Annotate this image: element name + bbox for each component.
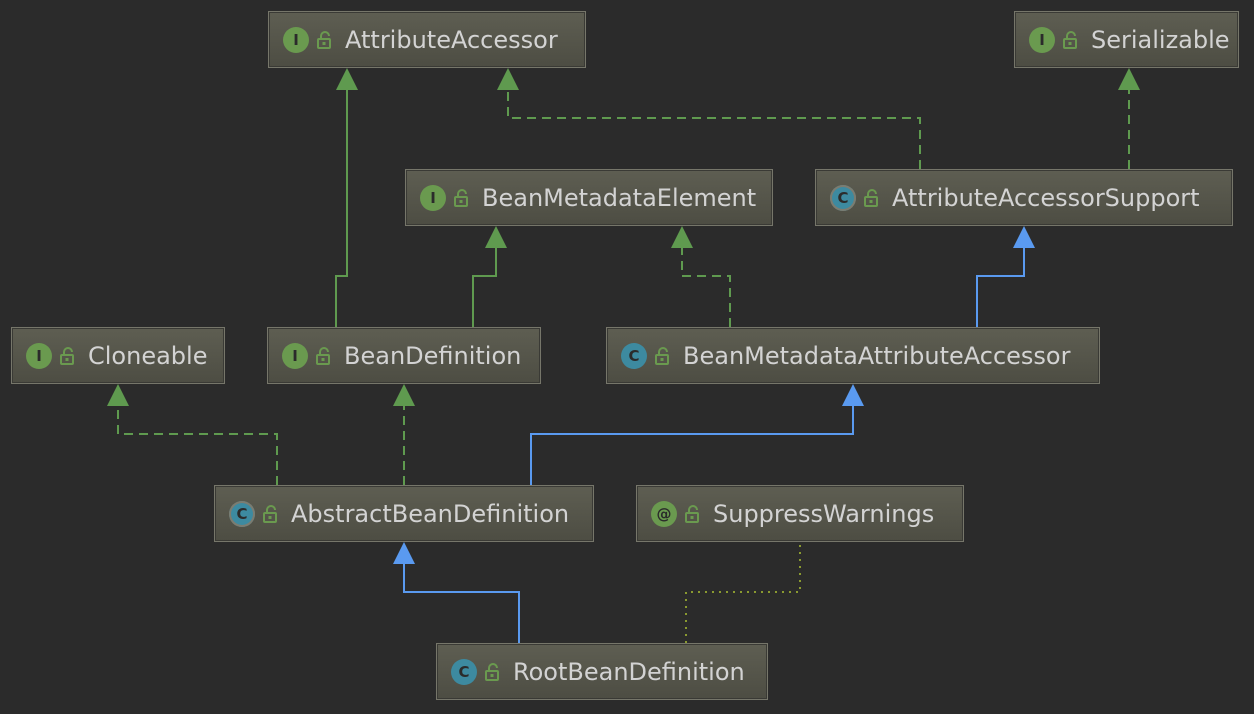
node-BeanMetadataAttributeAccessor[interactable]: C BeanMetadataAttributeAccessor xyxy=(606,327,1100,384)
edge-BeanMetadataAttributeAccessor-to-BeanMetadataElement xyxy=(671,226,731,327)
edge-arrowhead xyxy=(497,68,519,90)
edge-line xyxy=(117,404,278,485)
class-icon: C xyxy=(451,658,477,685)
class-icon: C xyxy=(621,342,647,369)
edge-line xyxy=(472,246,497,327)
edge-BeanMetadataAttributeAccessor-to-AttributeAccessorSupport xyxy=(976,226,1035,327)
node-label: RootBeanDefinition xyxy=(513,657,745,686)
public-lock-icon xyxy=(454,188,482,207)
edge-arrowhead xyxy=(842,384,864,406)
public-lock-icon xyxy=(1063,30,1091,49)
edge-RootBeanDefinition-to-SuppressWarnings xyxy=(685,542,801,643)
edge-line xyxy=(530,404,854,485)
node-BeanMetadataElement[interactable]: I BeanMetadataElement xyxy=(405,169,773,226)
public-lock-icon xyxy=(317,30,345,49)
edge-line xyxy=(507,88,921,169)
public-lock-icon xyxy=(60,346,88,365)
edge-RootBeanDefinition-to-AbstractBeanDefinition xyxy=(393,542,520,643)
edges-layer xyxy=(107,68,1140,643)
public-lock-icon xyxy=(263,504,291,523)
interface-icon: I xyxy=(26,342,52,369)
edge-line xyxy=(681,246,731,327)
abstract-icon: C xyxy=(229,500,255,527)
edge-BeanDefinition-to-BeanMetadataElement xyxy=(472,226,507,327)
edge-arrowhead xyxy=(485,226,507,248)
node-RootBeanDefinition[interactable]: C RootBeanDefinition xyxy=(436,643,768,700)
edge-arrowhead xyxy=(393,384,415,406)
public-lock-icon xyxy=(655,346,683,365)
node-label: Cloneable xyxy=(88,341,208,370)
node-Cloneable[interactable]: I Cloneable xyxy=(11,327,225,384)
public-lock-icon xyxy=(864,188,892,207)
interface-icon: I xyxy=(282,342,308,369)
annotation-icon: @ xyxy=(651,500,677,527)
node-label: Serializable xyxy=(1091,25,1230,54)
interface-icon: I xyxy=(1029,26,1055,53)
edge-AbstractBeanDefinition-to-Cloneable xyxy=(107,384,278,485)
node-BeanDefinition[interactable]: I BeanDefinition xyxy=(267,327,541,384)
edge-line xyxy=(976,246,1025,327)
edge-arrowhead xyxy=(393,542,415,564)
node-SuppressWarnings[interactable]: @ SuppressWarnings xyxy=(636,485,964,542)
public-lock-icon xyxy=(316,346,344,365)
edge-line xyxy=(685,542,801,643)
edge-AttributeAccessorSupport-to-Serializable xyxy=(1118,68,1140,169)
node-label: BeanMetadataAttributeAccessor xyxy=(683,341,1071,370)
node-label: AbstractBeanDefinition xyxy=(291,499,570,528)
public-lock-icon xyxy=(485,662,513,681)
edge-BeanDefinition-to-AttributeAccessor xyxy=(335,68,358,327)
edge-line xyxy=(403,562,520,643)
edge-arrowhead xyxy=(1013,226,1035,248)
edge-AbstractBeanDefinition-to-BeanMetadataAttributeAccessor xyxy=(530,384,864,485)
edge-arrowhead xyxy=(1118,68,1140,90)
node-AttributeAccessor[interactable]: I AttributeAccessor xyxy=(268,11,586,68)
edge-arrowhead xyxy=(107,384,129,406)
node-AbstractBeanDefinition[interactable]: C AbstractBeanDefinition xyxy=(214,485,594,542)
interface-icon: I xyxy=(283,26,309,53)
edge-AttributeAccessorSupport-to-AttributeAccessor xyxy=(497,68,921,169)
edge-arrowhead xyxy=(336,68,358,90)
node-AttributeAccessorSupport[interactable]: C AttributeAccessorSupport xyxy=(815,169,1233,226)
node-label: BeanMetadataElement xyxy=(482,183,757,212)
edge-arrowhead xyxy=(671,226,693,248)
public-lock-icon xyxy=(685,504,713,523)
node-label: SuppressWarnings xyxy=(713,499,935,528)
node-label: AttributeAccessor xyxy=(345,25,558,54)
node-label: BeanDefinition xyxy=(344,341,522,370)
abstract-icon: C xyxy=(830,184,856,211)
edge-AbstractBeanDefinition-to-BeanDefinition xyxy=(393,384,415,485)
interface-icon: I xyxy=(420,184,446,211)
node-Serializable[interactable]: I Serializable xyxy=(1014,11,1239,68)
node-label: AttributeAccessorSupport xyxy=(892,183,1200,212)
edge-line xyxy=(335,88,348,327)
